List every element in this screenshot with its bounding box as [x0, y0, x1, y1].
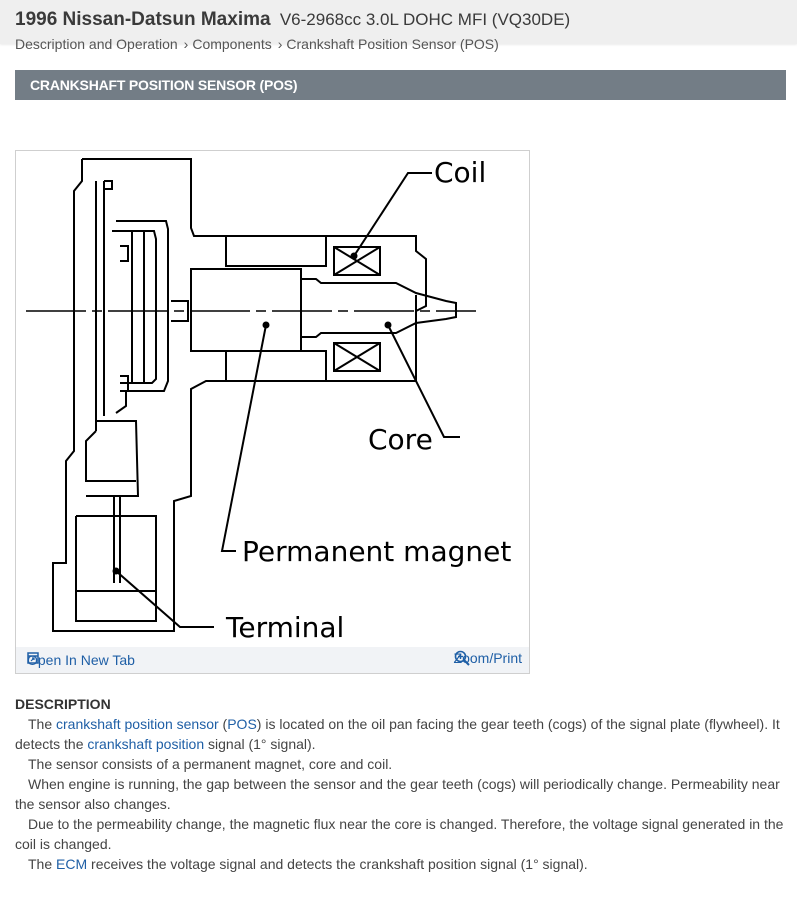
description-paragraph: The crankshaft position sensor (POS) is … — [15, 714, 790, 754]
sensor-diagram[interactable]: Coil Core Permanent magnet Terminal — [16, 151, 529, 647]
description-section: DESCRIPTION The crankshaft position sens… — [15, 694, 790, 874]
text-span: ( — [218, 716, 228, 732]
coil-winding-upper — [333, 246, 381, 276]
zoom-in-icon — [454, 650, 470, 666]
sensor-core-taper — [301, 278, 457, 338]
gear-tooth — [120, 375, 129, 392]
zoom-print-link[interactable]: Zoom/Print — [454, 650, 522, 666]
engine-subtitle: V6-2968cc 3.0L DOHC MFI (VQ30DE) — [279, 10, 571, 29]
top-bar: 1996 Nissan-Datsun Maxima V6-2968cc 3.0L… — [0, 0, 797, 52]
crankshaft-position-link[interactable]: crankshaft position — [87, 736, 205, 752]
leader-coil — [353, 172, 432, 257]
crankshaft-position-sensor-link[interactable]: crankshaft position sensor — [56, 716, 219, 732]
leader-core — [387, 324, 460, 438]
text-span: The — [28, 716, 57, 732]
core-label: Core — [368, 423, 433, 456]
magnet-bracket — [171, 300, 189, 322]
breadcrumb-item-current: Crankshaft Position Sensor (POS) — [286, 36, 499, 52]
page-title: 1996 Nissan-Datsun Maxima V6-2968cc 3.0L… — [15, 9, 570, 31]
chevron-right-icon: › — [183, 36, 189, 52]
open-new-tab-label[interactable]: Open In New Tab — [27, 652, 135, 668]
sensor-body — [190, 268, 302, 352]
text-span: ) is located on the oil pan facing the g… — [15, 716, 780, 752]
gear-tooth — [120, 245, 129, 262]
terminal-label: Terminal — [225, 611, 344, 644]
open-new-tab-link[interactable]: Open In New Tab — [27, 652, 135, 668]
leader-terminal — [115, 570, 214, 628]
upper-coil-housing — [225, 235, 327, 267]
housing-outline — [52, 158, 427, 632]
leader-magnet — [220, 324, 267, 552]
coil-winding-lower — [333, 342, 381, 372]
figure-card: Coil Core Permanent magnet Terminal Open… — [15, 150, 530, 674]
housing-step — [104, 180, 113, 190]
zoom-print-label[interactable]: Zoom/Print — [453, 650, 522, 666]
lower-block — [75, 515, 157, 622]
ecm-link[interactable]: ECM — [56, 856, 88, 872]
figure-footer: Open In New Tab Zoom/Print — [16, 647, 529, 673]
chevron-right-icon: › — [277, 36, 283, 52]
signal-plate — [112, 230, 157, 384]
breadcrumb-item-components[interactable]: Components — [192, 36, 272, 52]
description-heading: DESCRIPTION — [15, 696, 111, 712]
description-paragraph: The ECM receives the voltage signal and … — [15, 854, 790, 874]
coil-label: Coil — [434, 156, 486, 189]
description-paragraph: When engine is running, the gap between … — [15, 776, 780, 812]
text-span: The — [28, 856, 57, 872]
vehicle-title: 1996 Nissan-Datsun Maxima — [15, 9, 271, 30]
text-span: signal (1° signal). — [204, 736, 316, 752]
signal-plate — [115, 220, 169, 414]
pos-link[interactable]: POS — [227, 716, 257, 732]
text-span: receives the voltage signal and detects … — [87, 856, 588, 872]
housing-step — [85, 430, 136, 482]
description-paragraph: Due to the permeability change, the magn… — [15, 816, 784, 852]
breadcrumb-item-description-operation[interactable]: Description and Operation — [15, 36, 178, 52]
permanent-magnet-label: Permanent magnet — [242, 535, 511, 568]
section-header: CRANKSHAFT POSITION SENSOR (POS) — [15, 70, 786, 100]
description-paragraph: The sensor consists of a permanent magne… — [28, 756, 393, 772]
open-new-tab-icon — [27, 652, 39, 664]
breadcrumb: Description and Operation›Components›Cra… — [15, 36, 499, 52]
lower-coil-housing — [225, 350, 327, 382]
terminal-bracket — [86, 420, 140, 497]
